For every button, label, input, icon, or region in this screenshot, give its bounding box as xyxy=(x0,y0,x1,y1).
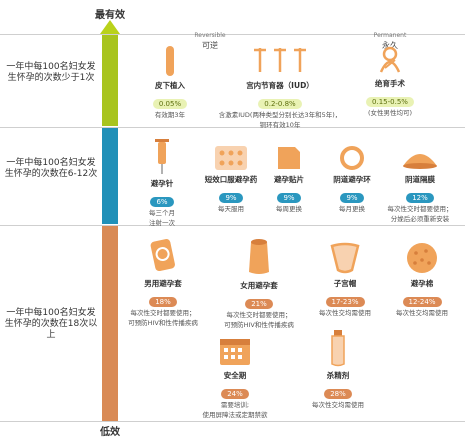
row-label-low: 一年中每100名妇女发生怀孕的次数在18次以上 xyxy=(4,308,98,340)
iud-icon xyxy=(254,48,306,72)
rate-badge: 0.15-0.5% xyxy=(366,97,414,107)
method-implant: 皮下植入 0.05% 有效期3年 xyxy=(135,44,205,120)
divider xyxy=(0,34,465,35)
method-name: 子宫帽 xyxy=(333,279,357,288)
rate-badge: 9% xyxy=(340,193,364,203)
method-note: 注射一次 xyxy=(149,219,175,227)
method-sponge: 避孕棉 12-24% 每次性交均需使用 xyxy=(384,240,460,318)
sterilization-icon xyxy=(379,46,401,73)
method-note: 可预防HIV和性传播疾病 xyxy=(224,321,294,329)
divider xyxy=(0,127,465,128)
method-note: 铜环有效10年 xyxy=(259,121,301,129)
header-permanent-en: Permanent xyxy=(373,32,407,39)
method-name: 宫内节育器（IUD） xyxy=(246,81,314,90)
method-note: 使用屏障法或定期禁欲 xyxy=(202,411,268,419)
method-note: 每月更换 xyxy=(339,205,365,213)
header-permanent-cn: 永久 xyxy=(382,41,398,50)
method-note: 每次性交时都要使用； xyxy=(130,309,196,317)
axis-segment-high xyxy=(102,34,118,126)
header-reversible-cn: 可逆 xyxy=(202,41,218,50)
method-note: 每周更换 xyxy=(276,205,302,213)
rate-badge: 9% xyxy=(219,193,243,203)
rate-badge: 0.2-0.8% xyxy=(258,99,302,109)
rate-badge: 24% xyxy=(221,389,249,399)
cervical-cap-icon xyxy=(330,242,360,274)
method-note: 每天服用 xyxy=(218,205,244,213)
method-note: 含激素IUD(两种类型分别长达3年和5年)， xyxy=(218,111,342,119)
rate-badge: 6% xyxy=(150,197,174,207)
method-injection: 避孕针 6% 每三个月 注射一次 xyxy=(132,136,192,228)
axis-bottom-label: 低效 xyxy=(100,427,120,438)
rate-badge: 9% xyxy=(277,193,301,203)
patch-icon xyxy=(278,147,300,169)
injection-icon xyxy=(155,139,169,174)
rate-badge: 12% xyxy=(406,193,434,203)
rate-badge: 12-24% xyxy=(402,297,442,307)
divider xyxy=(0,421,465,422)
diaphragm-icon xyxy=(403,154,437,169)
method-name: 安全期 xyxy=(223,371,247,380)
method-note: 每次性交时都要使用； xyxy=(226,311,292,319)
rate-badge: 17-23% xyxy=(325,297,365,307)
spermicide-icon xyxy=(331,330,345,367)
axis-top-label: 最有效 xyxy=(95,10,125,21)
rate-badge: 0.05% xyxy=(152,99,188,109)
method-ring: 阴道避孕环 9% 每月更换 xyxy=(322,144,382,214)
method-name: 女用避孕套 xyxy=(240,281,278,290)
header-reversible-en: Reversible xyxy=(194,32,226,39)
method-note: 每次性交均需使用 xyxy=(396,309,448,317)
calendar-icon xyxy=(220,339,250,365)
method-name: 避孕棉 xyxy=(410,279,434,288)
rate-badge: 28% xyxy=(324,389,352,399)
vaginal-ring-icon xyxy=(340,146,364,170)
method-iud: 宫内节育器（IUD） 0.2-0.8% 含激素IUD(两种类型分别长达3年和5年… xyxy=(215,44,345,130)
method-note: 有效期3年 xyxy=(154,111,186,119)
implant-icon xyxy=(166,46,174,76)
method-note: 每次性交时都要使用； xyxy=(387,205,453,213)
female-condom-icon xyxy=(249,239,269,274)
method-note: (女性男性均可) xyxy=(367,109,413,117)
rate-badge: 21% xyxy=(245,299,273,309)
method-male-condom: 男用避孕套 18% 每次性交时都要使用； 可预防HIV和性传播疾病 xyxy=(118,236,208,328)
method-sterilization: 绝育手术 0.15-0.5% (女性男性均可) xyxy=(355,46,425,118)
method-note: 需要培训; xyxy=(220,401,250,409)
method-patch: 避孕贴片 9% 每周更换 xyxy=(264,144,314,214)
method-note: 可预防HIV和性传播疾病 xyxy=(128,319,198,327)
method-name: 绝育手术 xyxy=(375,79,405,88)
method-name: 杀精剂 xyxy=(326,371,350,380)
axis-segment-medium xyxy=(102,128,118,224)
method-name: 阴道避孕环 xyxy=(333,175,371,184)
row-label-high: 一年中每100名妇女发生怀孕的次数少于1次 xyxy=(6,62,96,83)
male-condom-icon xyxy=(150,239,175,272)
method-spermicide: 杀精剂 28% 每次性交均需使用 xyxy=(298,328,378,410)
method-name: 短效口服避孕药 xyxy=(204,175,258,184)
divider xyxy=(0,225,465,226)
arrow-head xyxy=(100,20,120,34)
sponge-icon xyxy=(407,243,437,273)
method-note: 分娩后必须重新安装 xyxy=(390,215,450,223)
method-note: 每三个月 xyxy=(149,209,175,217)
method-note: 每次性交均需使用 xyxy=(319,309,371,317)
method-female-condom: 女用避孕套 21% 每次性交时都要使用； 可预防HIV和性传播疾病 xyxy=(214,236,304,330)
method-diaphragm: 阴道隔膜 12% 每次性交时都要使用； 分娩后必须重新安装 xyxy=(380,144,460,224)
pill-pack-icon xyxy=(215,146,247,170)
method-name: 皮下植入 xyxy=(155,81,185,90)
method-calendar: 安全期 24% 需要培训; 使用屏障法或定期禁欲 xyxy=(180,334,290,420)
row-label-medium: 一年中每100名妇女发生怀孕的次数在6-12次 xyxy=(4,158,98,179)
method-name: 阴道隔膜 xyxy=(405,175,435,184)
method-name: 避孕针 xyxy=(150,179,174,188)
method-name: 男用避孕套 xyxy=(144,279,182,288)
method-cervical-cap: 子宫帽 17-23% 每次性交均需使用 xyxy=(312,240,378,318)
method-pill: 短效口服避孕药 9% 每天服用 xyxy=(198,144,264,214)
method-name: 避孕贴片 xyxy=(274,175,304,184)
rate-badge: 18% xyxy=(149,297,177,307)
method-note: 每次性交均需使用 xyxy=(312,401,364,409)
axis-segment-low xyxy=(102,226,118,421)
